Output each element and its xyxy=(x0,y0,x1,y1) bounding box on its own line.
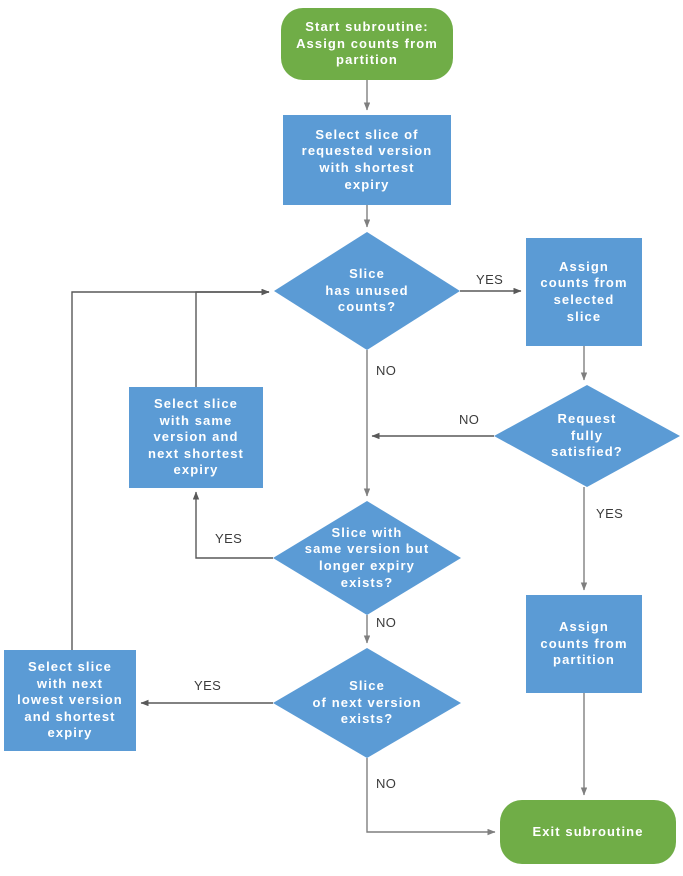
node-decision-same-version-longer-expiry-exists-label: Slice with same version but longer expir… xyxy=(304,524,430,590)
node-select-slice-same-version-next-shortest-expiry[interactable]: Select slice with same version and next … xyxy=(129,387,263,488)
node-select-slice-same-version-next-shortest-expiry-label: Select slice with same version and next … xyxy=(148,395,244,478)
node-assign-counts-from-partition[interactable]: Assign counts from partition xyxy=(526,595,642,693)
node-exit-subroutine-label: Exit subroutine xyxy=(532,823,644,839)
node-decision-next-version-exists[interactable]: Slice of next version exists? xyxy=(273,648,461,758)
node-start-subroutine-label: Start subroutine: Assign counts from par… xyxy=(296,19,438,68)
edge-label-no-next-version-exists: NO xyxy=(376,776,397,791)
node-decision-same-version-longer-expiry-exists[interactable]: Slice with same version but longer expir… xyxy=(273,501,461,615)
edge-select-same-version-to-has-unused xyxy=(195,288,270,387)
node-select-slice-requested-version-label: Select slice of requested version with s… xyxy=(301,126,433,192)
edge-longer-expiry-yes-to-select-same-version xyxy=(192,491,273,559)
node-assign-counts-from-selected-slice-label: Assign counts from selected slice xyxy=(540,258,628,324)
edge-label-yes-request-fully-satisfied: YES xyxy=(596,506,624,521)
edge-next-version-no-to-exit xyxy=(366,758,496,836)
edge-label-no-longer-expiry-exists: NO xyxy=(376,615,397,630)
node-assign-counts-from-partition-label: Assign counts from partition xyxy=(540,619,628,668)
node-select-slice-next-lowest-version[interactable]: Select slice with next lowest version an… xyxy=(4,650,136,751)
node-start-subroutine[interactable]: Start subroutine: Assign counts from par… xyxy=(281,8,453,80)
node-select-slice-next-lowest-version-label: Select slice with next lowest version an… xyxy=(17,658,123,741)
edge-label-yes-has-unused-counts: YES xyxy=(476,272,504,287)
edge-label-yes-next-version-exists: YES xyxy=(194,678,222,693)
node-exit-subroutine[interactable]: Exit subroutine xyxy=(500,800,676,864)
node-decision-request-fully-satisfied-label: Request fully satisfied? xyxy=(551,411,623,460)
node-decision-slice-has-unused-counts-label: Slice has unused counts? xyxy=(325,266,409,315)
edge-label-no-request-fully-satisfied: NO xyxy=(459,412,480,427)
edge-label-yes-longer-expiry-exists: YES xyxy=(215,531,243,546)
node-assign-counts-from-selected-slice[interactable]: Assign counts from selected slice xyxy=(526,238,642,346)
node-decision-request-fully-satisfied[interactable]: Request fully satisfied? xyxy=(494,385,680,487)
node-decision-slice-has-unused-counts[interactable]: Slice has unused counts? xyxy=(274,232,460,350)
edge-label-no-has-unused-counts: NO xyxy=(376,363,397,378)
node-decision-next-version-exists-label: Slice of next version exists? xyxy=(312,678,422,727)
node-select-slice-requested-version[interactable]: Select slice of requested version with s… xyxy=(283,115,451,205)
